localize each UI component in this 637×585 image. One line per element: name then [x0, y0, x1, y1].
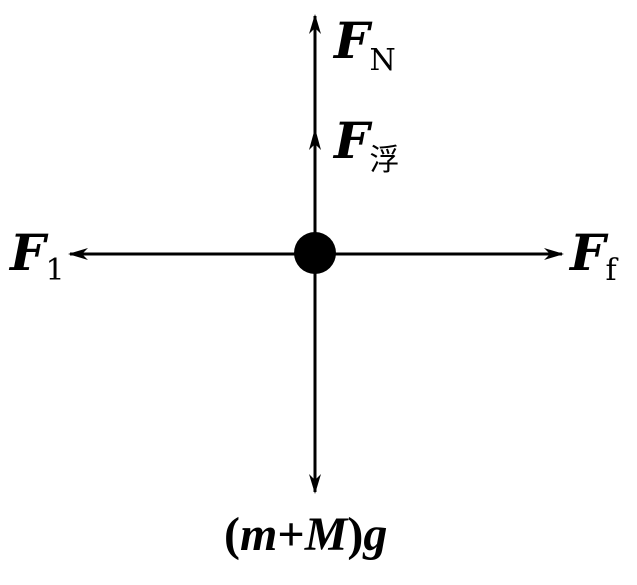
label-buoyant-symbol: F [332, 111, 373, 170]
label-left-subscript: 1 [46, 253, 65, 288]
label-buoyant-subscript: 浮 [370, 143, 400, 178]
label-weight-plus: + [277, 508, 304, 561]
label-weight-close-paren: ) [347, 508, 363, 561]
label-normal-force: FN [332, 11, 396, 78]
label-friction-subscript: f [606, 253, 619, 288]
label-friction-force: Ff [568, 223, 619, 288]
object-point [294, 232, 336, 274]
label-weight-force: (m+M)g [224, 508, 387, 561]
label-weight-m: m [240, 508, 277, 561]
arrowhead-buoyant-force [309, 128, 321, 150]
label-friction-symbol: F [568, 223, 609, 282]
label-left-symbol: F [8, 223, 49, 282]
label-buoyant-force: F浮 [332, 111, 400, 178]
label-normal-subscript: N [370, 43, 396, 78]
label-weight-M: M [304, 508, 350, 561]
label-left-force: F1 [8, 223, 65, 288]
label-normal-symbol: F [332, 11, 373, 70]
label-weight-g: g [362, 508, 387, 561]
label-weight-open-paren: ( [224, 508, 240, 561]
